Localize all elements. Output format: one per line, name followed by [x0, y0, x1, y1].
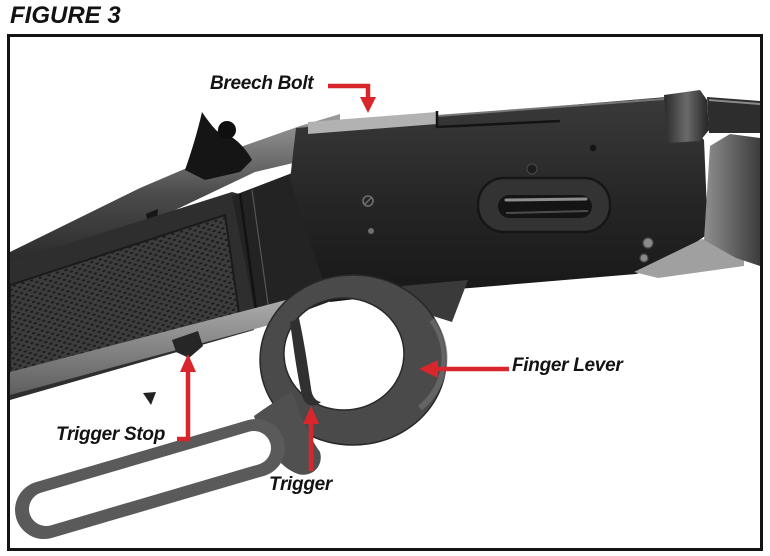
trigger-stop-arrow — [177, 354, 196, 442]
receiver — [290, 97, 708, 302]
loading-gate — [476, 176, 612, 234]
rifle-photo — [10, 90, 760, 539]
trigger-arrow — [303, 406, 319, 471]
lower-tang — [634, 237, 744, 278]
trigger-part — [290, 318, 321, 406]
rear-sight-icon — [185, 112, 252, 180]
buttstock — [704, 134, 760, 266]
trigger-stop-part — [172, 331, 203, 358]
callout-finger-lever-label: Finger Lever — [512, 355, 623, 376]
finger-lever-arrow — [419, 360, 509, 378]
breech-bolt-part — [308, 112, 437, 134]
hammer — [664, 90, 709, 143]
upper-tang — [707, 97, 760, 133]
callout-breech-bolt-label: Breech Bolt — [210, 73, 314, 94]
callout-trigger-stop-label: Trigger Stop — [56, 424, 165, 445]
figure-title: FIGURE 3 — [10, 2, 121, 29]
breech-bolt-arrow — [328, 83, 376, 113]
callout-trigger-label: Trigger — [269, 474, 333, 495]
